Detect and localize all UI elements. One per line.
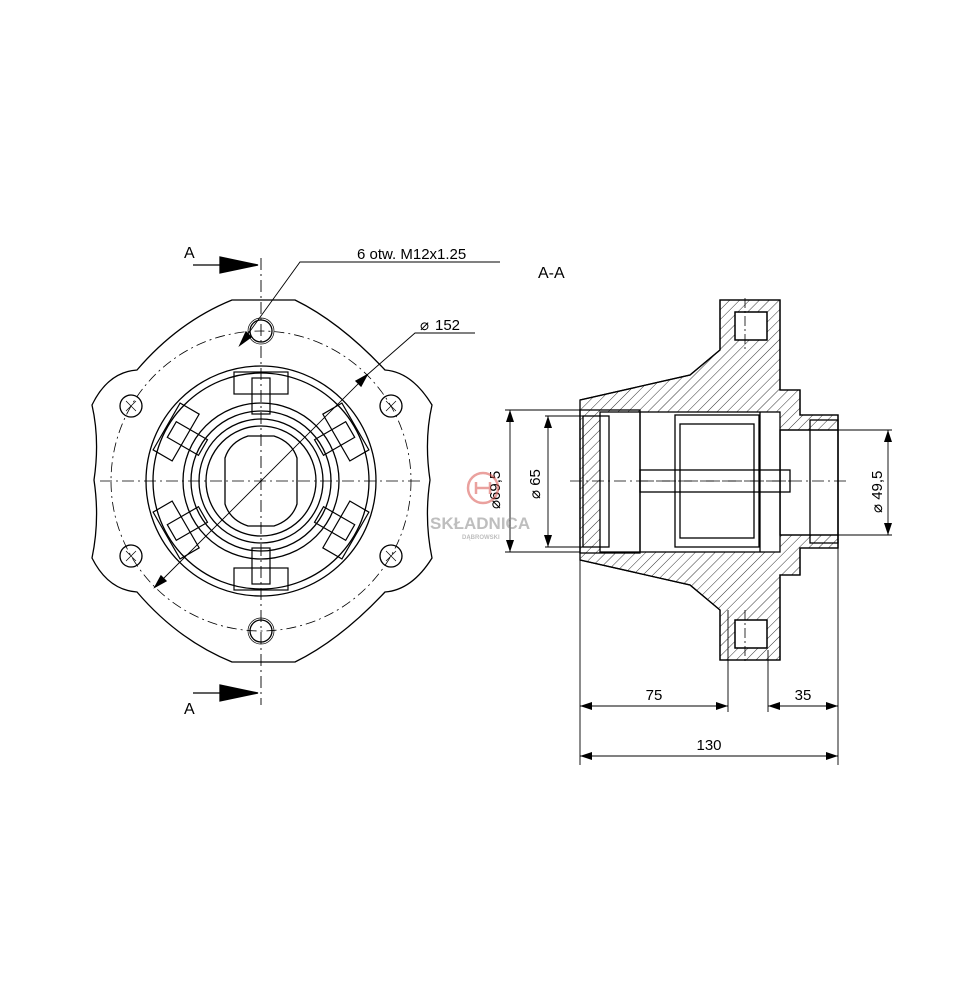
- dimension-arrows: [506, 410, 892, 760]
- diameter-symbol-pitch: ⌀: [420, 317, 429, 334]
- watermark-logo-circle: [466, 471, 500, 505]
- watermark-subtext: DĄBROWSKI: [462, 535, 500, 541]
- section-arrow-bottom: [219, 684, 259, 702]
- watermark-logo-mark: [474, 482, 492, 494]
- dia-right-label: ⌀ 49,5: [869, 471, 886, 513]
- section-label-top: A: [184, 245, 195, 262]
- section-label-bottom: A: [184, 701, 195, 718]
- inner-bore: [599, 411, 781, 553]
- right-bearing: [779, 429, 839, 536]
- holes-note: 6 otw. M12x1.25: [357, 246, 466, 263]
- spline-bore: [224, 435, 298, 527]
- pitch-leader: [366, 332, 475, 376]
- bolt-pocket-top: [734, 311, 768, 341]
- section-dimensions: [505, 409, 892, 765]
- bolt-pocket-bottom: [734, 619, 768, 649]
- front-view: [91, 256, 500, 705]
- dia-mid-value: 65: [527, 469, 544, 486]
- dim-left-length: 75: [646, 687, 663, 704]
- dim-right-length: 35: [795, 687, 812, 704]
- dim-total-length: 130: [696, 737, 721, 754]
- watermark-text: SKŁADNICA: [430, 514, 530, 533]
- section-arrow-top: [219, 256, 259, 274]
- holes-leader: [239, 261, 500, 346]
- pitch-diameter-value: 152: [435, 317, 460, 334]
- section-title: A-A: [538, 265, 565, 282]
- dia-right-value: 49,5: [869, 471, 886, 500]
- dia-mid-label: ⌀ 65: [527, 469, 544, 499]
- pitch-dim-line: [154, 374, 368, 588]
- watermark: SKŁADNICA DĄBROWSKI: [430, 471, 530, 541]
- section-view: [570, 298, 850, 662]
- flange-outline: [91, 299, 433, 663]
